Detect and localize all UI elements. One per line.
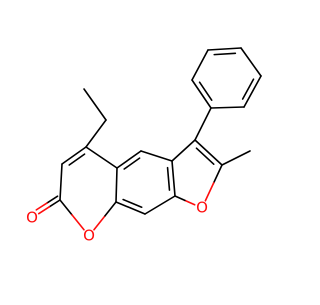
benzene-double-bond — [122, 198, 143, 209]
carbonyl-bond — [46, 195, 59, 204]
pyranone-bond — [115, 167, 118, 203]
furan-bond — [204, 182, 215, 202]
propyl-bond — [85, 119, 107, 148]
phenyl-bond — [243, 75, 262, 108]
benzene-bond — [144, 195, 176, 215]
methyl-bond — [221, 150, 251, 166]
phenyl-bond — [240, 47, 262, 77]
furan-ring-oxygen-label: O — [196, 199, 208, 217]
carbonyl-bond — [48, 199, 61, 208]
phenyl-bond — [207, 47, 242, 51]
propyl-bond — [83, 88, 107, 121]
carbonyl-bond — [35, 202, 48, 211]
pyranone-bond — [85, 146, 118, 169]
bond-layer — [35, 47, 262, 231]
pyranone-bond — [59, 163, 63, 201]
furan-bond — [212, 164, 223, 184]
benzene-double-bond — [123, 157, 141, 170]
phenyl-double-bond — [241, 78, 255, 100]
pyranone-bond — [61, 146, 87, 165]
molecule-structure: O O O — [26, 47, 262, 245]
benzene-bond — [171, 160, 176, 197]
phenyl-bond — [191, 49, 209, 81]
benzene-bond — [116, 150, 142, 169]
pyranone-bond — [104, 201, 117, 217]
furan-bond — [174, 195, 186, 202]
phenyl-bond — [210, 106, 245, 109]
pyranone-double-bond — [68, 153, 86, 166]
phenyl-bond — [191, 79, 212, 109]
pyranone-bond — [59, 199, 73, 216]
phenyl-link-bond — [194, 107, 212, 141]
molecule-drawing-canvas: O O O — [26, 47, 262, 245]
furan-bond — [184, 199, 196, 206]
furan-bond — [194, 139, 223, 166]
phenyl-double-bond — [213, 52, 237, 56]
furan-double-bond — [195, 147, 215, 165]
furan-bond — [171, 139, 196, 162]
pyranone-bond — [71, 214, 85, 231]
carbonyl-oxygen-label: O — [26, 209, 38, 227]
benzene-bond — [140, 150, 173, 162]
pyranone-bond — [93, 215, 106, 231]
pyranone-ring-oxygen-label: O — [83, 227, 95, 245]
phenyl-double-bond — [198, 81, 213, 101]
benzene-double-bond — [166, 166, 171, 191]
carbonyl-bond — [37, 206, 51, 215]
benzene-bond — [115, 201, 146, 215]
